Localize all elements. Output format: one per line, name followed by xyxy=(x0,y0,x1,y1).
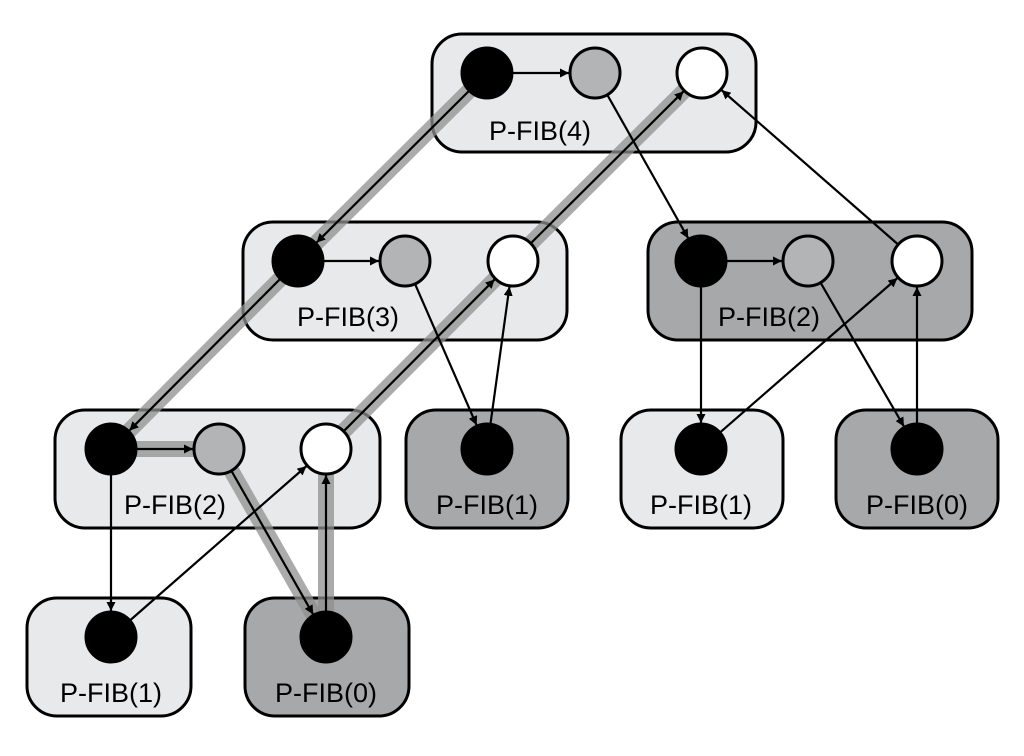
procedure-label-fib0l: P-FIB(0) xyxy=(275,678,377,708)
procedure-label-fib1m: P-FIB(1) xyxy=(436,490,538,520)
procedure-label-fib4: P-FIB(4) xyxy=(489,116,591,146)
procedure-boxes xyxy=(25,32,1000,718)
strand-gray-fib2l xyxy=(192,422,246,476)
edge-fib4-0-to-fib3-0 xyxy=(315,88,472,244)
strand-white-fib2l xyxy=(299,422,353,476)
edge-fib3-0-to-fib2l-0 xyxy=(128,276,283,432)
edge-fib3-1-to-fib1m-0 xyxy=(413,281,478,426)
edge-fib2l-1-to-fib0l-0 xyxy=(229,468,315,615)
strand-white-fib2r xyxy=(890,234,944,288)
strand-black-fib0r xyxy=(890,422,944,476)
strand-white-fib4 xyxy=(675,46,729,100)
procedure-labels: P-FIB(4) P-FIB(3) P-FIB(2) P-FIB(2) P-FIB(1)… xyxy=(60,116,968,708)
procedure-label-fib1l: P-FIB(1) xyxy=(60,678,162,708)
strand-black-fib0l xyxy=(299,610,353,664)
strand-black-fib1r xyxy=(674,422,728,476)
strand-black-fib1m xyxy=(460,422,514,476)
strands xyxy=(84,46,944,664)
procedure-label-fib2l: P-FIB(2) xyxy=(124,490,226,520)
strand-black-fib1l xyxy=(84,610,138,664)
procedure-label-fib3: P-FIB(3) xyxy=(297,302,399,332)
edge-fib1r-0-to-fib2r-2 xyxy=(717,277,899,435)
strand-black-fib2r xyxy=(674,234,728,288)
strand-gray-fib4 xyxy=(568,46,622,100)
edge-fib2r-1-to-fib0r-0 xyxy=(818,280,905,428)
strand-black-fib4 xyxy=(460,46,514,100)
strand-black-fib2l xyxy=(84,422,138,476)
strand-gray-fib3 xyxy=(378,234,432,288)
dependency-edges xyxy=(106,68,922,623)
procedure-label-fib2r: P-FIB(2) xyxy=(718,302,820,332)
strand-white-fib3 xyxy=(486,234,540,288)
edge-fib1m-0-to-fib3-2 xyxy=(489,286,513,427)
edge-fib1l-0-to-fib2l-2 xyxy=(127,465,308,623)
edge-fib2l-2-to-fib3-2 xyxy=(341,278,496,434)
edge-fib3-2-to-fib4-2 xyxy=(528,90,685,246)
edge-fib2r-2-to-fib4-2 xyxy=(720,89,901,247)
procedure-label-fib0r: P-FIB(0) xyxy=(866,490,968,520)
procedure-label-fib1r: P-FIB(1) xyxy=(650,490,752,520)
edge-fib4-1-to-fib2r-0 xyxy=(605,92,690,239)
strand-black-fib3 xyxy=(271,234,325,288)
strand-gray-fib2r xyxy=(781,234,835,288)
